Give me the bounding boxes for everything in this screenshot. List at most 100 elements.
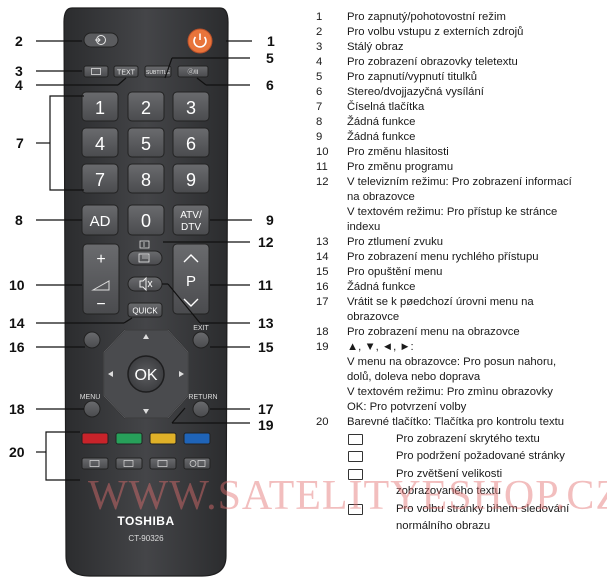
dtv-label: DTV <box>181 222 201 233</box>
prog-up-icon <box>183 254 199 263</box>
program-rocker[interactable] <box>172 243 210 315</box>
size-key-icon <box>157 460 168 467</box>
down-arrow-icon[interactable] <box>143 409 149 414</box>
callout-1: 1 <box>267 33 275 49</box>
digit-3-button[interactable] <box>172 91 210 122</box>
brand-logo: TOSHIBA <box>117 514 174 528</box>
callout-3: 3 <box>15 63 23 79</box>
yellow-button[interactable] <box>149 432 177 445</box>
legend-number: 9 <box>316 131 323 143</box>
size-button[interactable] <box>149 457 177 470</box>
quick-button-label: QUICK <box>132 307 158 316</box>
digit-7-label: 7 <box>95 170 105 190</box>
exit-button[interactable] <box>192 331 210 349</box>
legend-text: Pro změnu programu <box>347 161 454 173</box>
legend-text: V textovém režimu: Pro zmìnu obrazovky <box>347 386 553 398</box>
legend-number: 20 <box>316 416 329 428</box>
digit-2-button[interactable] <box>127 91 165 122</box>
legend-text: OK: Pro potvrzení volby <box>347 401 467 413</box>
vol-plus-label: + <box>96 251 105 268</box>
legend-text: Pro zobrazení menu rychlého přístupu <box>347 251 539 263</box>
legend-text: Vrátit se k pøedchozí úrovni menu na <box>347 296 534 308</box>
red-button[interactable] <box>81 432 109 445</box>
digit-0-label: 0 <box>141 211 151 231</box>
legend-text: dolů, doleva nebo doprava <box>347 371 481 383</box>
callout-6: 6 <box>266 77 274 93</box>
input-icon <box>95 35 106 45</box>
legend-number: 13 <box>316 236 329 248</box>
volume-rocker[interactable] <box>82 243 120 315</box>
blue-button[interactable] <box>183 432 211 445</box>
vol-minus-label: − <box>96 296 105 313</box>
power-icon <box>193 33 207 48</box>
freeze-button[interactable] <box>83 65 109 78</box>
digit-1-label: 1 <box>95 98 105 118</box>
callout-8: 8 <box>15 212 23 228</box>
freeze-icon <box>91 68 101 75</box>
quick-button[interactable] <box>127 302 163 318</box>
left-arrow-icon[interactable] <box>108 371 113 377</box>
callout-lines <box>36 40 252 481</box>
legend-number: 16 <box>316 281 329 293</box>
subtitle-button-label: SUBTITLE <box>146 70 171 76</box>
subtitle-button[interactable] <box>144 65 172 78</box>
digit-5-button[interactable] <box>127 127 165 158</box>
right-arrow-icon[interactable] <box>179 371 184 377</box>
digit-8-button[interactable] <box>127 163 165 194</box>
watermark: WWW.SATELITYESHOP.CZ <box>88 473 607 519</box>
text-button[interactable] <box>113 65 139 78</box>
legend-text: Pro zobrazení menu na obrazovce <box>347 326 520 338</box>
power-button[interactable] <box>187 28 213 54</box>
legend-text: Pro zobrazení obrazovky teletextu <box>347 56 518 68</box>
return-button[interactable] <box>192 400 210 418</box>
legend-number: 4 <box>316 56 323 68</box>
reveal-button[interactable] <box>81 457 109 470</box>
legend-text: Stereo/dvojjazyčná vysílání <box>347 86 484 98</box>
callout-9: 9 <box>266 212 274 228</box>
callout-4: 4 <box>15 77 23 93</box>
stereo-button-label: ⓓ/II <box>187 68 198 76</box>
digit-3-label: 3 <box>186 98 196 118</box>
legend-text: Žádná funkce <box>347 131 416 143</box>
callout-7: 7 <box>16 135 24 151</box>
info-mini-icon <box>139 240 150 249</box>
callout-15: 15 <box>258 339 274 355</box>
digit-9-label: 9 <box>186 170 196 190</box>
legend-text: obrazovce <box>347 311 400 323</box>
legend-number: 1 <box>316 11 323 23</box>
legend-number: 18 <box>316 326 329 338</box>
legend-text: Pro zapnutí/vypnutí titulků <box>347 71 477 83</box>
ok-button[interactable] <box>127 355 165 393</box>
legend-text: V textovém režimu: Pro přístup ke stránc… <box>347 206 558 218</box>
legend-text: Barevné tlačítko: Tlačítka pro kontrolu … <box>347 416 565 428</box>
digit-4-button[interactable] <box>81 127 119 158</box>
ad-button-label: AD <box>90 213 111 230</box>
input-button[interactable] <box>83 32 119 48</box>
digit-7-button[interactable] <box>81 163 119 194</box>
callout-5: 5 <box>266 50 274 66</box>
legend-sub-text: Pro podržení požadované stránky <box>396 450 565 463</box>
stereo-button[interactable] <box>177 65 209 78</box>
digit-9-button[interactable] <box>172 163 210 194</box>
green-button[interactable] <box>115 432 143 445</box>
atv-dtv-button[interactable] <box>172 204 210 236</box>
digit-0-button[interactable] <box>127 204 165 236</box>
callout-19: 19 <box>258 417 274 433</box>
legend-text: Pro opuštění menu <box>347 266 443 278</box>
digit-5-label: 5 <box>141 134 151 154</box>
hold-icon <box>348 451 363 463</box>
legend-sub-text: normálního obrazu <box>396 520 491 532</box>
digit-6-button[interactable] <box>172 127 210 158</box>
hold-button[interactable] <box>115 457 143 470</box>
info-icon <box>138 253 150 263</box>
prog-down-icon <box>183 298 199 307</box>
legend-text: na obrazovce <box>347 191 415 203</box>
ok-button-label: OK <box>134 367 157 384</box>
guide-button[interactable] <box>83 331 101 349</box>
digit-1-button[interactable] <box>81 91 119 122</box>
up-arrow-icon[interactable] <box>143 334 149 339</box>
callout-11: 11 <box>258 277 273 293</box>
legend-text: V menu na obrazovce: Pro posun nahoru, <box>347 356 557 368</box>
